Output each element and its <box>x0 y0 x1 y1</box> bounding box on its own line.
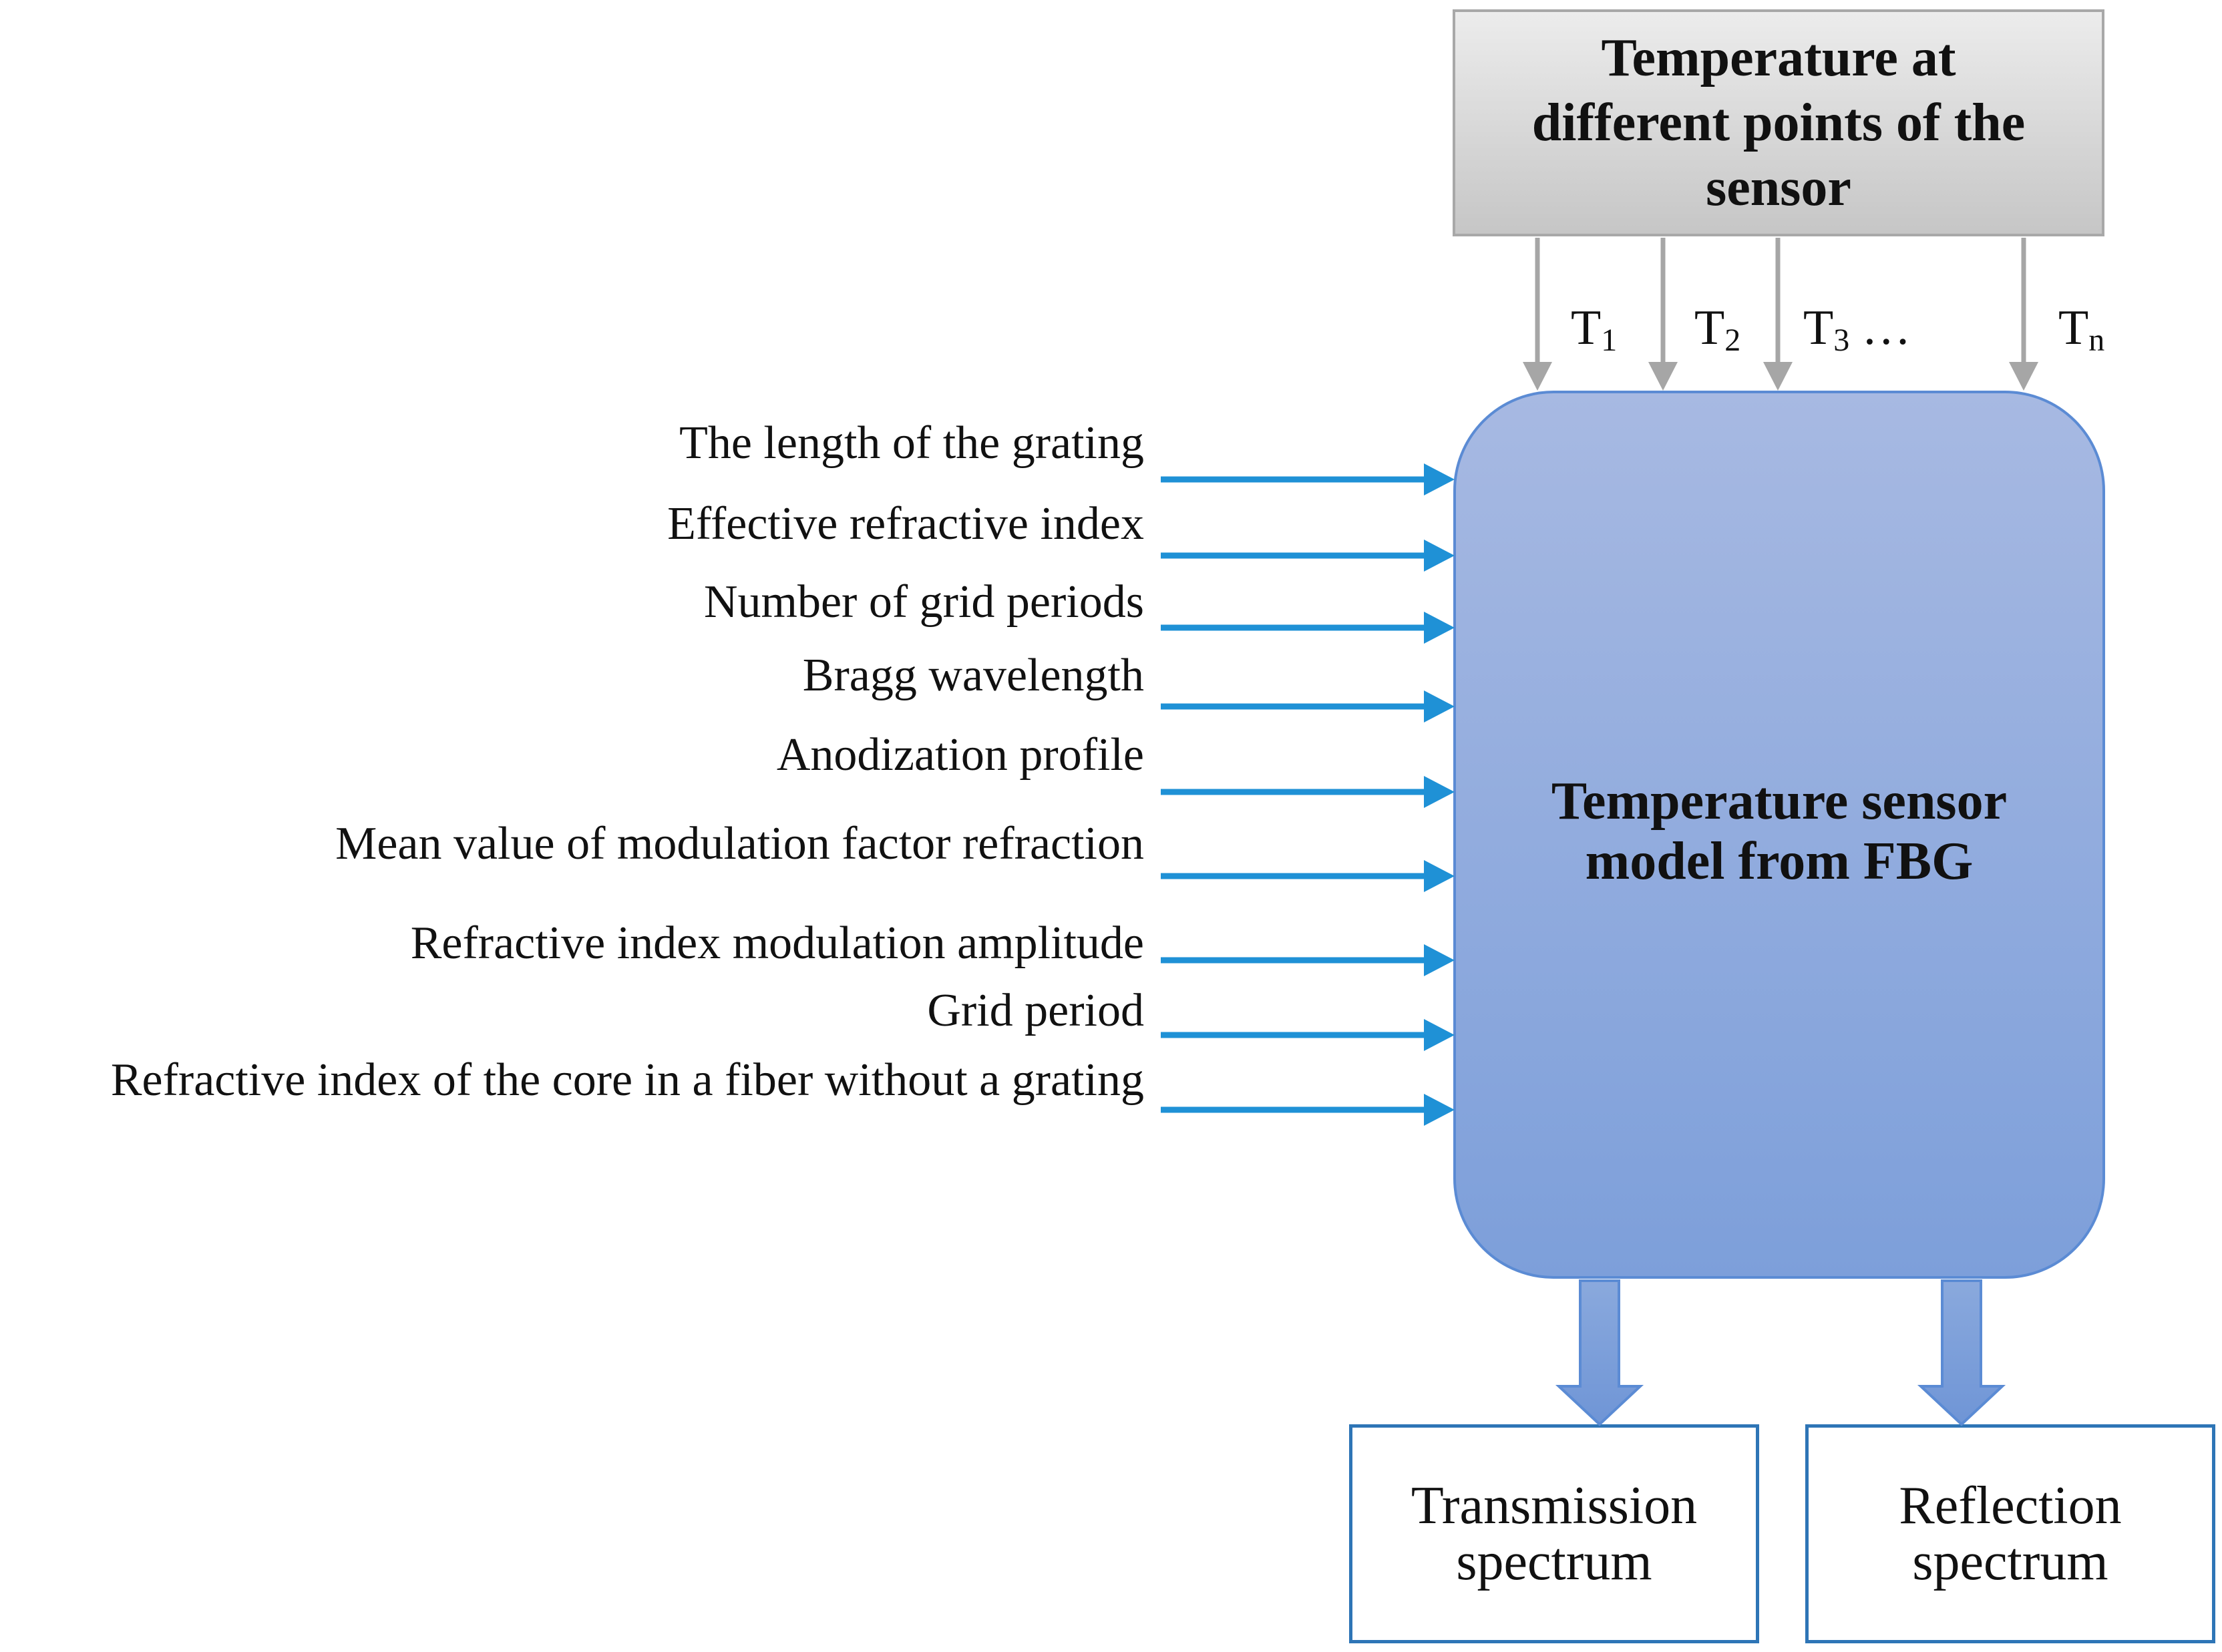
input-label-anodization-profile: Anodization profile <box>776 729 1144 781</box>
input-arrow-anodization-profile <box>1161 776 1455 808</box>
output-arrow-transmission <box>1555 1279 1644 1426</box>
input-label-grid-period: Grid period <box>927 985 1144 1036</box>
input-label-number-of-grid-periods: Number of grid periods <box>703 576 1144 628</box>
input-arrow-core-refractive-index <box>1161 1094 1455 1126</box>
temperature-arrow-n <box>2009 238 2038 391</box>
input-arrows <box>1161 463 1455 1126</box>
output-arrows <box>1555 1279 2006 1426</box>
temperature-tap-label-1: T1 <box>1571 300 1618 358</box>
input-arrow-effective-refractive-index <box>1161 540 1455 572</box>
input-label-bragg-wavelength: Bragg wavelength <box>802 650 1144 701</box>
input-label-modulation-amplitude: Refractive index modulation amplitude <box>410 917 1144 969</box>
temperature-tap-label-n: Tn <box>2058 300 2105 358</box>
reflection-spectrum-label: Reflection spectrum <box>1899 1476 2122 1591</box>
input-label-mean-modulation-factor: Mean value of modulation factor refracti… <box>335 818 1144 869</box>
input-arrow-number-of-grid-periods <box>1161 612 1455 644</box>
input-label-core-refractive-index: Refractive index of the core in a fiber … <box>110 1054 1144 1106</box>
input-label-effective-refractive-index: Effective refractive index <box>667 498 1144 550</box>
temperature-tap-label-2: T2 <box>1694 300 1741 358</box>
input-arrow-modulation-amplitude <box>1161 944 1455 976</box>
input-arrow-bragg-wavelength <box>1161 690 1455 722</box>
transmission-spectrum-box: Transmission spectrum <box>1349 1424 1759 1643</box>
input-arrow-grating-length <box>1161 463 1455 495</box>
transmission-spectrum-label: Transmission spectrum <box>1411 1476 1698 1591</box>
input-arrow-mean-modulation-factor <box>1161 860 1455 892</box>
output-arrow-reflection <box>1917 1279 2006 1426</box>
temperature-arrow-3 <box>1763 238 1793 391</box>
temperature-arrow-1 <box>1523 238 1552 391</box>
reflection-spectrum-box: Reflection spectrum <box>1805 1424 2215 1643</box>
temperature-source-label: Temperature at different points of the s… <box>1531 28 2026 217</box>
sensor-model-box <box>1453 391 2105 1279</box>
sensor-model-label: Temperature sensor model from FBG <box>1551 772 2008 891</box>
temperature-arrow-2 <box>1648 238 1678 391</box>
temperature-tap-label-3: T3… <box>1803 300 1911 358</box>
temperature-source-box: Temperature at different points of the s… <box>1453 9 2104 236</box>
input-arrow-grid-period <box>1161 1019 1455 1051</box>
input-label-grating-length: The length of the grating <box>679 417 1144 469</box>
